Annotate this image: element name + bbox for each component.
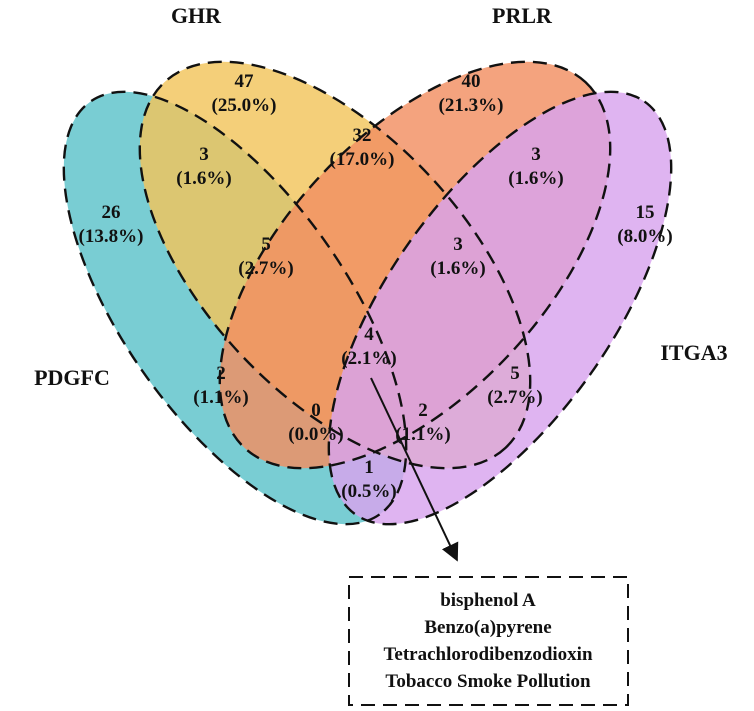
set-itga3-area	[328, 91, 672, 525]
region-count: 3	[531, 144, 541, 165]
region-itga3-only: 15 (8.0%)	[617, 202, 672, 247]
region-percent: (1.1%)	[193, 387, 248, 408]
region-pdgfc-ghr-prlr: 5 (2.7%)	[238, 234, 293, 279]
region-percent: (17.0%)	[330, 149, 395, 170]
region-prlr-itga3: 3 (1.6%)	[508, 144, 563, 189]
set-outlines	[62, 60, 673, 526]
region-ghr-itga3: 5 (2.7%)	[487, 363, 542, 408]
region-pdgfc-itga3: 1 (0.5%)	[341, 457, 396, 502]
region-percent: (8.0%)	[617, 226, 672, 247]
region-pdgfc-prlr-itga3: 0 (0.0%)	[288, 400, 343, 445]
region-count: 3	[199, 144, 209, 165]
region-all-four: 4 (2.1%)	[341, 324, 396, 369]
region-count: 47	[235, 71, 255, 92]
callout-item: bisphenol A	[440, 590, 536, 611]
region-percent: (2.7%)	[238, 258, 293, 279]
region-percent: (1.6%)	[430, 258, 485, 279]
callout-box: bisphenol A Benzo(a)pyrene Tetrachlorodi…	[348, 576, 629, 706]
region-count: 5	[510, 363, 520, 384]
set-label-pdgfc: PDGFC	[34, 365, 110, 390]
region-count: 32	[353, 125, 372, 146]
region-percent: (25.0%)	[212, 95, 277, 116]
region-count: 40	[462, 71, 481, 92]
set-prlr-outline	[218, 60, 612, 470]
region-percent: (0.5%)	[341, 481, 396, 502]
region-ghr-only: 47 (25.0%)	[212, 71, 277, 116]
region-pdgfc-only: 26 (13.8%)	[79, 202, 144, 247]
set-ghr-outline	[138, 60, 532, 470]
set-pdgfc-outline	[62, 90, 408, 526]
region-count: 2	[216, 363, 226, 384]
region-count: 4	[364, 324, 374, 345]
region-pdgfc-ghr-itga3: 2 (1.1%)	[395, 400, 450, 445]
region-pdgfc-ghr: 3 (1.6%)	[176, 144, 231, 189]
region-percent: (13.8%)	[79, 226, 144, 247]
set-labels: PDGFC GHR PRLR ITGA3	[34, 3, 728, 390]
region-count: 2	[418, 400, 428, 421]
region-pdgfc-prlr: 2 (1.1%)	[193, 363, 248, 408]
region-percent: (1.6%)	[176, 168, 231, 189]
region-percent: (21.3%)	[439, 95, 504, 116]
region-labels: 47 (25.0%) 40 (21.3%) 26 (13.8%) 15 (8.0…	[79, 71, 673, 502]
region-count: 3	[453, 234, 463, 255]
set-fills	[63, 61, 672, 525]
region-percent: (1.6%)	[508, 168, 563, 189]
region-percent: (1.1%)	[395, 424, 450, 445]
set-label-ghr: GHR	[171, 3, 222, 28]
region-count: 1	[364, 457, 374, 478]
callout-item: Benzo(a)pyrene	[424, 617, 551, 638]
region-percent: (2.1%)	[341, 348, 396, 369]
region-count: 5	[261, 234, 271, 255]
set-label-itga3: ITGA3	[660, 340, 727, 365]
region-prlr-only: 40 (21.3%)	[439, 71, 504, 116]
region-count: 26	[102, 202, 121, 223]
callout-item: Tetrachlorodibenzodioxin	[383, 644, 592, 665]
region-count: 0	[311, 400, 321, 421]
region-percent: (0.0%)	[288, 424, 343, 445]
callout-frame	[348, 576, 629, 706]
set-label-prlr: PRLR	[492, 3, 553, 28]
region-ghr-prlr: 32 (17.0%)	[330, 125, 395, 170]
callout-arrow	[370, 377, 459, 562]
region-count: 15	[636, 202, 655, 223]
set-itga3-outline	[327, 90, 673, 526]
region-ghr-prlr-itga3: 3 (1.6%)	[430, 234, 485, 279]
region-percent: (2.7%)	[487, 387, 542, 408]
callout-item: Tobacco Smoke Pollution	[385, 671, 591, 692]
